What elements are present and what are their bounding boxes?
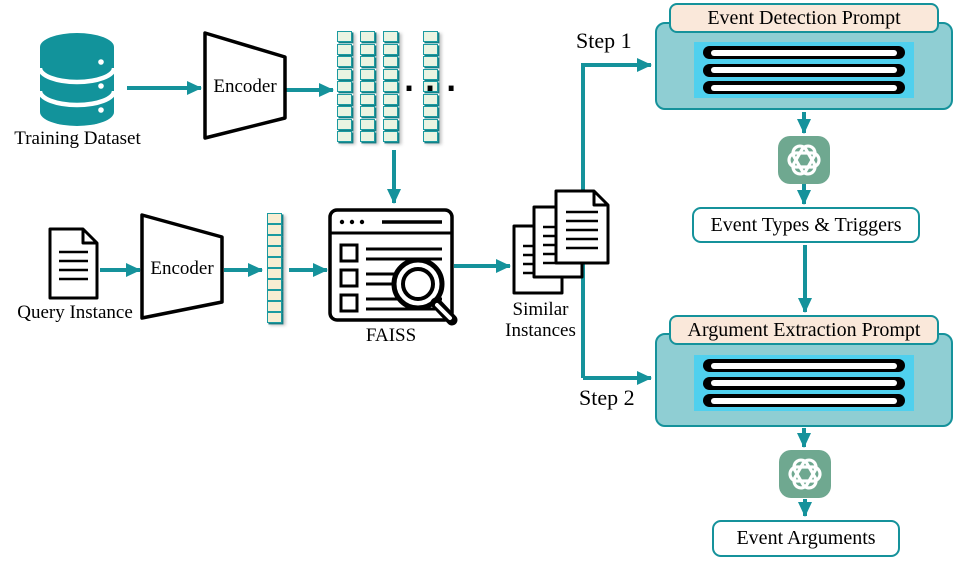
embedding-cell xyxy=(267,290,282,301)
embedding-cell xyxy=(337,93,352,105)
database-icon xyxy=(37,33,117,126)
embedding-cell xyxy=(360,31,375,42)
embedding-cell xyxy=(337,56,352,67)
embedding-cell xyxy=(383,56,398,67)
embedding-cell xyxy=(383,43,398,55)
encoder-trapezoid-bottom xyxy=(140,213,224,320)
embedding-cell xyxy=(423,81,438,92)
embedding-cell xyxy=(337,68,352,80)
embedding-cell xyxy=(423,43,438,55)
encoder-top-label: Encoder xyxy=(213,76,277,97)
embedding-cell xyxy=(360,106,375,117)
similar-instances-label: Similar Instances xyxy=(505,299,576,341)
prompt-text-stripe xyxy=(711,49,897,56)
prompt-text-line xyxy=(703,81,905,94)
embedding-cell xyxy=(360,118,375,130)
training-dataset-label: Training Dataset xyxy=(14,128,141,149)
embedding-cell xyxy=(383,106,398,117)
embedding-cell xyxy=(267,213,282,224)
embedding-cell xyxy=(383,31,398,42)
argument-extraction-prompt-tab: Argument Extraction Prompt xyxy=(669,315,939,345)
prompt-text-line xyxy=(703,394,905,407)
prompt-text-line xyxy=(703,376,905,390)
embedding-column-2 xyxy=(360,31,376,142)
embedding-cell xyxy=(337,43,352,55)
embedding-cell xyxy=(267,301,282,312)
embedding-cell xyxy=(423,118,438,130)
embedding-cell xyxy=(267,257,282,268)
prompt-text-stripe xyxy=(711,84,897,91)
embedding-ellipsis: ... xyxy=(400,64,464,99)
embedding-cell xyxy=(423,68,438,80)
query-instance-label: Query Instance xyxy=(17,302,133,323)
embedding-cell xyxy=(360,81,375,92)
embedding-cell xyxy=(267,246,282,257)
embedding-cell xyxy=(423,93,438,105)
embedding-cell xyxy=(360,93,375,105)
embedding-cell xyxy=(267,224,282,235)
embedding-cell xyxy=(423,31,438,42)
prompt-text-stripe xyxy=(711,362,897,369)
prompt-text-line xyxy=(703,63,905,77)
embedding-cell xyxy=(360,43,375,55)
embedding-cell xyxy=(423,56,438,67)
event-arguments-box: Event Arguments xyxy=(712,520,900,557)
embedding-cell xyxy=(267,279,282,290)
embedding-cell xyxy=(360,131,375,142)
embedding-cell xyxy=(337,118,352,130)
openai-gpt-icon-top xyxy=(778,136,830,184)
embedding-cell xyxy=(337,81,352,92)
event-arguments-label: Event Arguments xyxy=(736,527,876,549)
embedding-cell xyxy=(337,31,352,42)
embedding-column-3 xyxy=(383,31,399,142)
step1-label: Step 1 xyxy=(576,28,632,53)
step2-label: Step 2 xyxy=(579,385,635,410)
faiss-search-window-icon xyxy=(328,208,458,326)
event-detection-prompt-tab: Event Detection Prompt xyxy=(669,3,939,33)
embedding-cell xyxy=(383,93,398,105)
prompt-text-stripe xyxy=(711,397,897,404)
event-types-triggers-label: Event Types & Triggers xyxy=(710,213,902,236)
embedding-cell xyxy=(267,312,282,323)
embedding-cell xyxy=(423,131,438,142)
embedding-cell xyxy=(337,106,352,117)
prompt-text-stripe xyxy=(711,380,897,386)
openai-gpt-icon-bottom xyxy=(779,450,831,498)
embedding-cell xyxy=(383,118,398,130)
magnifier-icon xyxy=(391,257,458,326)
argument-extraction-prompt-title: Argument Extraction Prompt xyxy=(687,318,921,341)
prompt-text-line xyxy=(703,46,905,59)
event-types-triggers-box: Event Types & Triggers xyxy=(692,207,920,243)
doc-front xyxy=(554,189,610,265)
flow-arrows xyxy=(100,58,812,517)
encoder-bottom-label: Encoder xyxy=(150,258,214,279)
query-embedding-column xyxy=(267,213,283,323)
embedding-column-4 xyxy=(423,31,439,142)
embedding-cell xyxy=(267,235,282,246)
embedding-cell xyxy=(337,131,352,142)
encoder-trapezoid-top xyxy=(203,31,287,140)
event-detection-prompt-content xyxy=(694,42,914,98)
documents-stack-icon xyxy=(512,189,610,295)
embedding-cell xyxy=(383,81,398,92)
embedding-column-1 xyxy=(337,31,353,142)
prompt-text-line xyxy=(703,359,905,372)
event-detection-prompt-title: Event Detection Prompt xyxy=(707,6,901,29)
embedding-cell xyxy=(267,268,282,279)
document-icon xyxy=(48,227,99,300)
embedding-cell xyxy=(360,68,375,80)
argument-extraction-prompt-content xyxy=(694,355,914,411)
embedding-cell xyxy=(360,56,375,67)
embedding-cell xyxy=(383,68,398,80)
embedding-cell xyxy=(383,131,398,142)
prompt-text-stripe xyxy=(711,67,897,73)
embedding-cell xyxy=(423,106,438,117)
faiss-label: FAISS xyxy=(365,325,417,346)
